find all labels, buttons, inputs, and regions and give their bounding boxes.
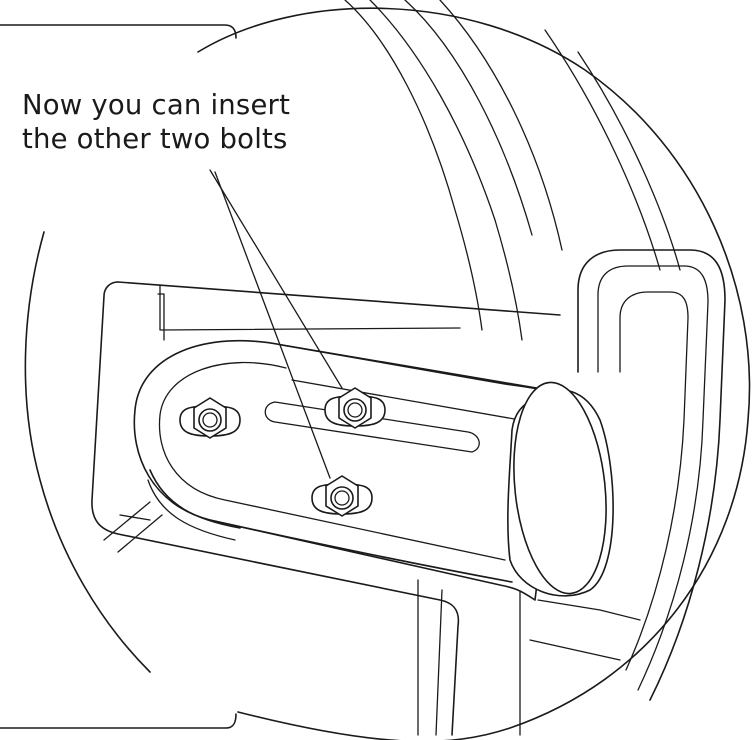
magnifier-circle <box>0 7 751 740</box>
bolt-lower <box>311 475 373 517</box>
bolt-upper <box>324 387 386 429</box>
tube-end-cap <box>507 381 614 597</box>
callout-line-1: Now you can insert <box>22 89 291 121</box>
instruction-callout: Now you can insert the other two bolts <box>22 88 352 156</box>
callout-leader-lines <box>209 169 343 479</box>
adjustment-slot <box>264 401 480 453</box>
mounting-plate <box>91 281 561 736</box>
frame-tubes <box>344 0 681 341</box>
right-bracket <box>519 249 726 736</box>
support-arm <box>133 339 561 601</box>
callout-line-2: the other two bolts <box>22 123 288 155</box>
bolt-left <box>179 397 241 439</box>
